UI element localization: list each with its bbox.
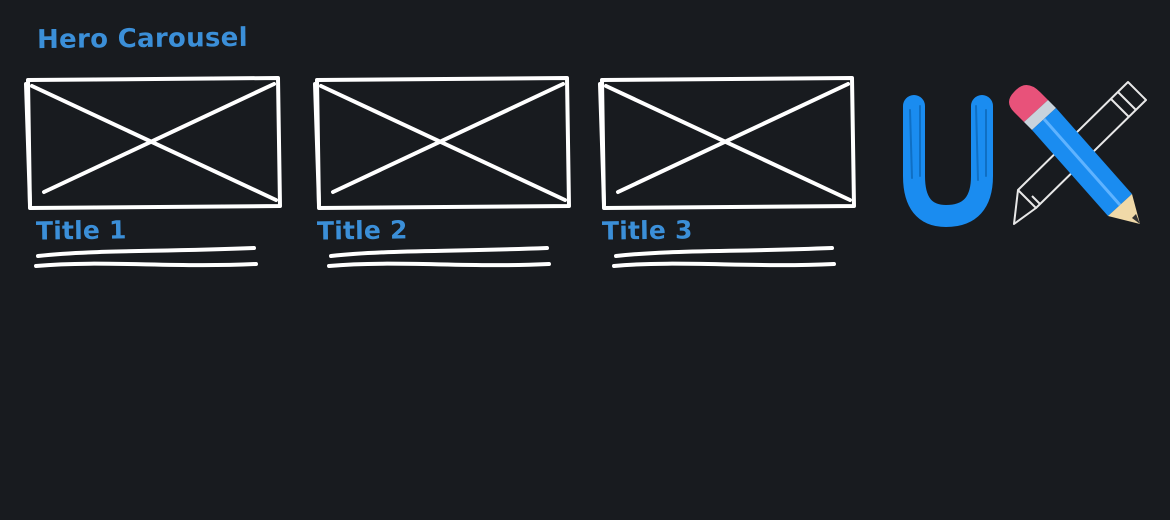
ux-logo (896, 76, 1156, 236)
carousel-card-3: Title 3 (598, 74, 860, 284)
text-placeholder-lines (34, 246, 258, 268)
text-placeholder-lines (327, 246, 551, 268)
card-title: Title 3 (601, 215, 693, 246)
pencil-icon (1009, 85, 1140, 224)
ux-logo-graphic (903, 81, 1147, 228)
carousel-card-2: Title 2 (313, 74, 575, 284)
card-title: Title 1 (35, 215, 127, 246)
carousel-card-1: Title 1 (24, 74, 286, 284)
image-placeholder-icon (24, 76, 282, 210)
page-title: Hero Carousel (36, 22, 249, 56)
text-placeholder-lines (612, 246, 836, 268)
image-placeholder-icon (598, 76, 856, 210)
card-title: Title 2 (316, 215, 408, 246)
image-placeholder-icon (313, 76, 571, 210)
logo-letter-u (903, 95, 993, 228)
